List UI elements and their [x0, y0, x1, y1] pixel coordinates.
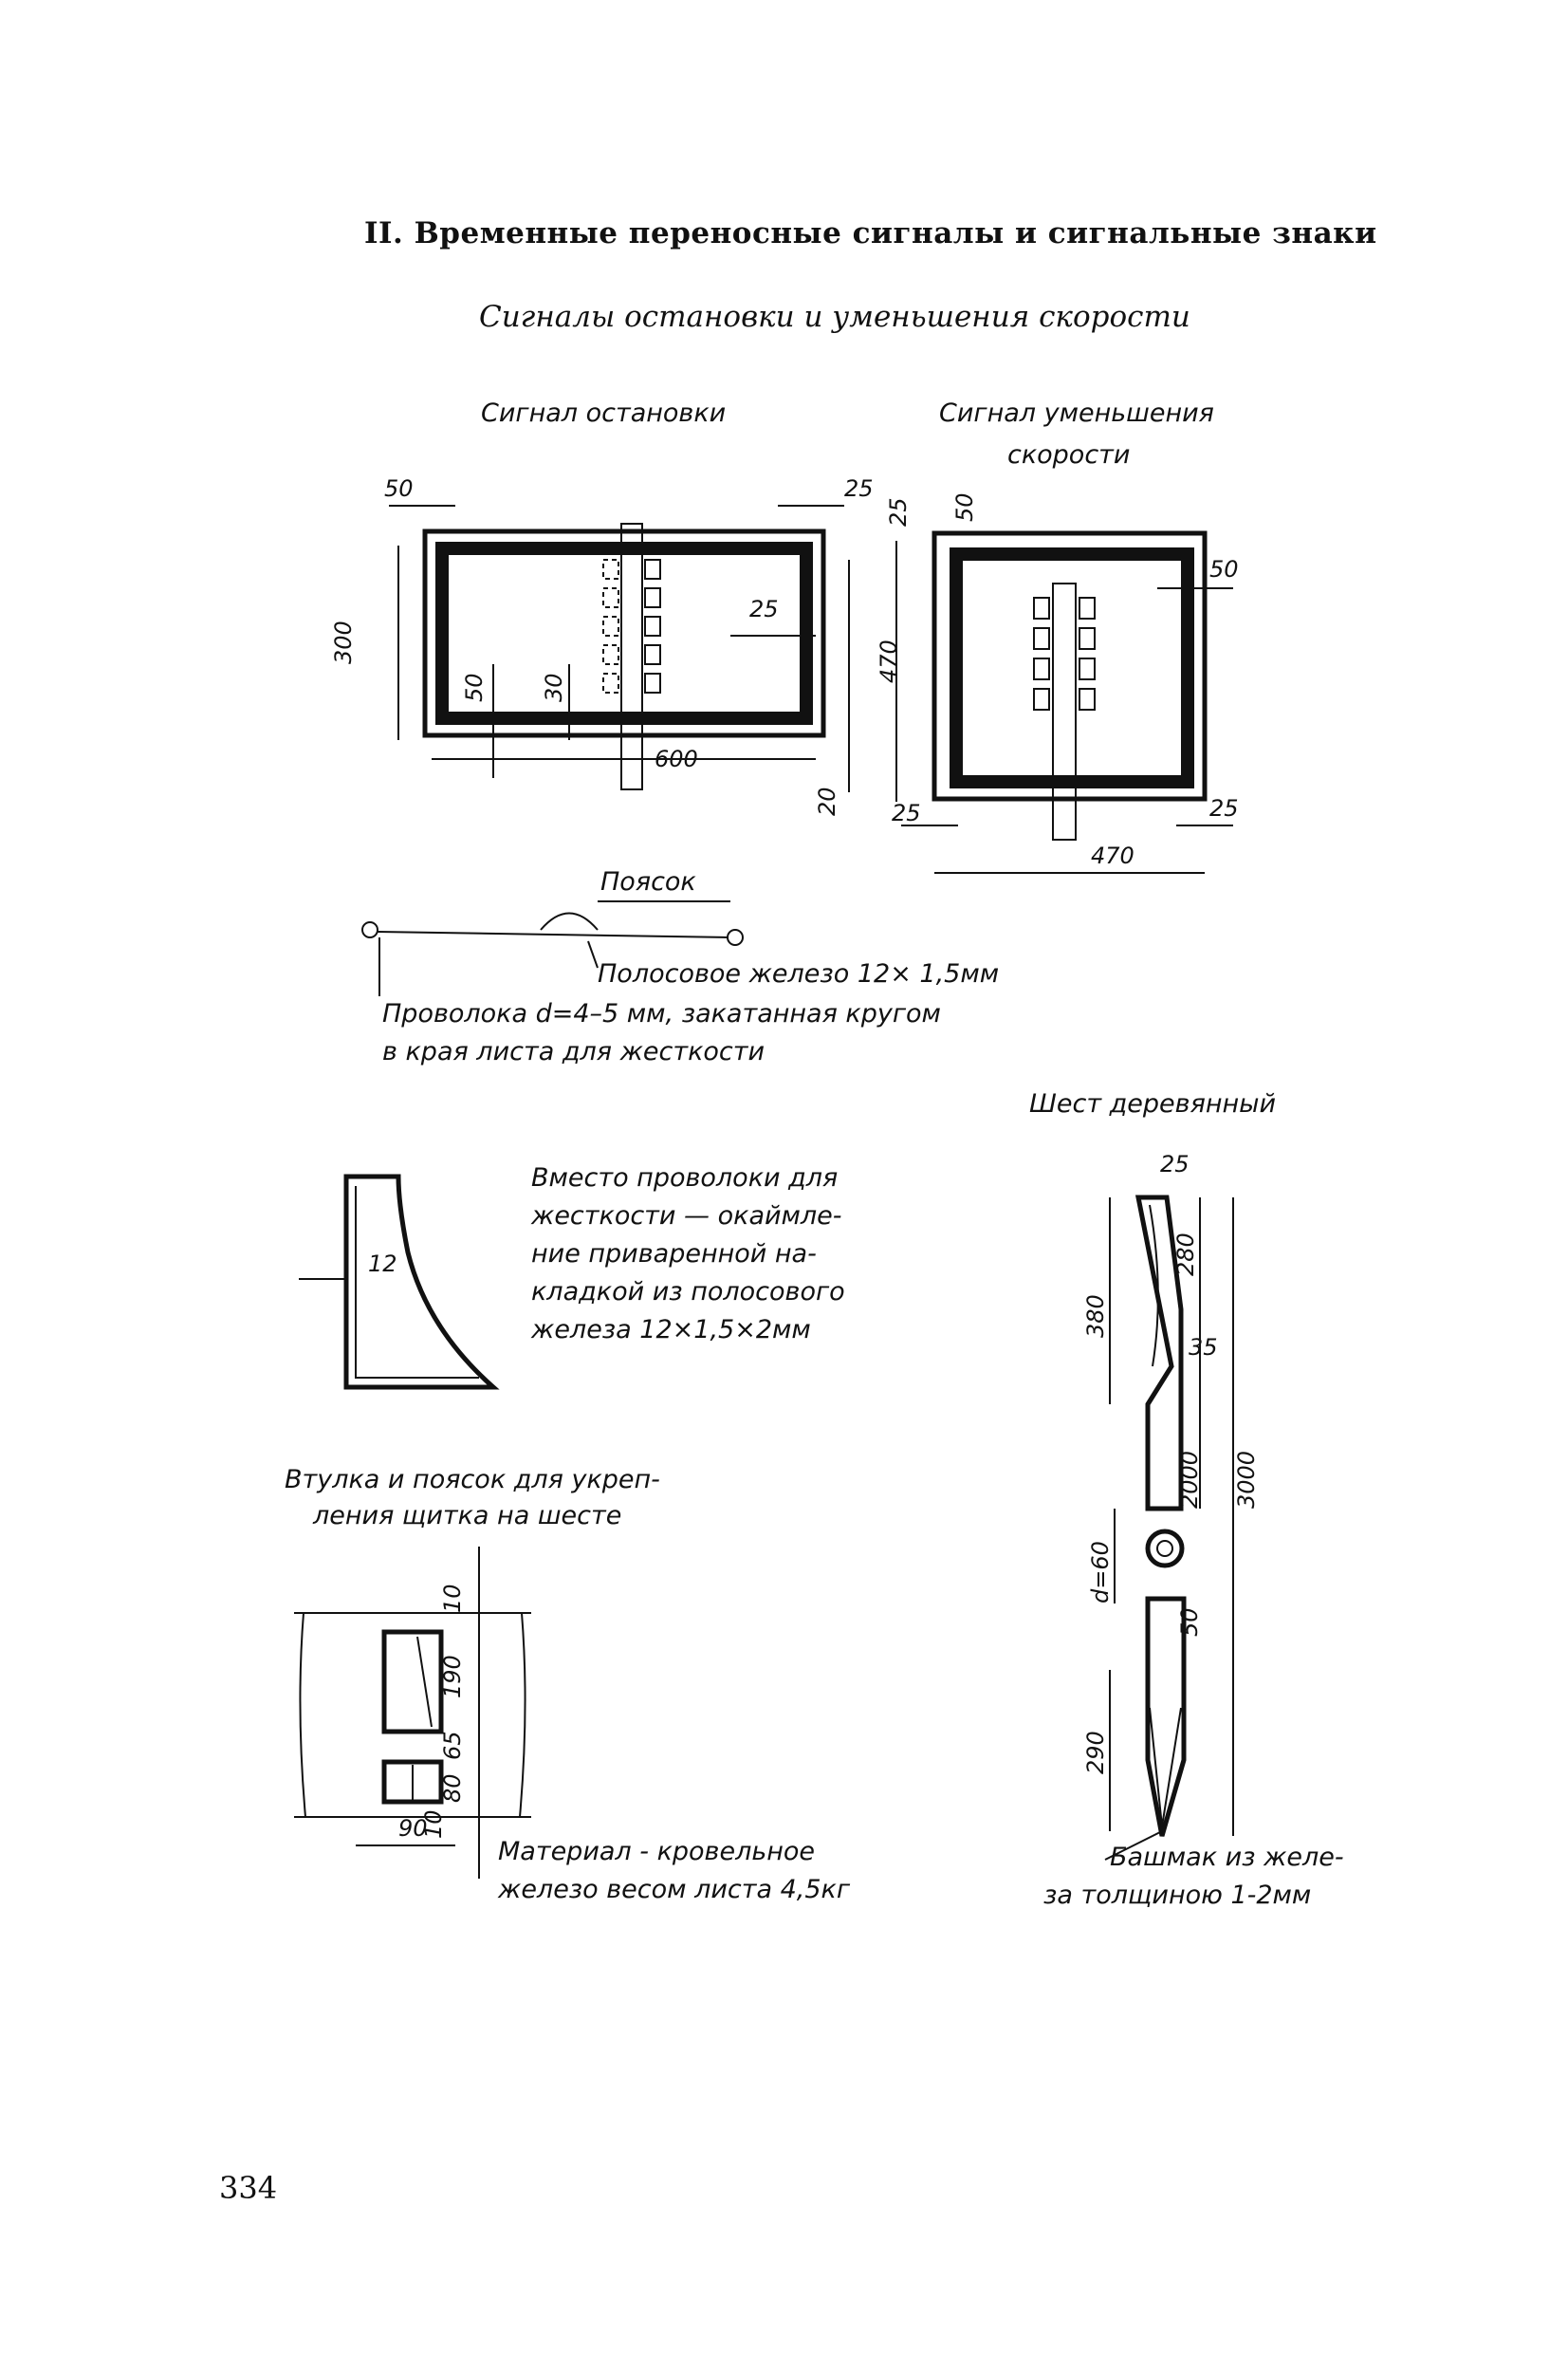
pole-dim-25: 25: [1160, 1151, 1190, 1177]
edging-text-line2: жесткости — окаймле-: [530, 1201, 842, 1231]
pole-dim-290: 290: [1082, 1731, 1109, 1774]
slow-dim-50-top: 50: [951, 492, 978, 522]
slow-signal-inner-border: [950, 547, 1194, 788]
edging-detail: 12 Вместо проволоки для жесткости — окай…: [299, 1163, 845, 1390]
bushing-caption-line2: ления щитка на шесте: [312, 1501, 621, 1530]
stop-dim-600: 600: [655, 746, 698, 772]
bushing-dim-90: 90: [398, 1815, 428, 1842]
slow-signal-caption-line2: скорости: [1007, 440, 1130, 470]
slow-dim-25-top: 25: [885, 497, 912, 527]
bushing-material-line1: Материал - кровельное: [498, 1837, 815, 1866]
edging-text-line5: железа 12×1,5×2мм: [530, 1315, 811, 1344]
pole-caption: Шест деревянный: [1029, 1089, 1276, 1119]
bushing-upper-seam: [416, 1636, 433, 1728]
page-number: 334: [219, 2170, 278, 2206]
stop-dim-470: 470: [876, 639, 902, 683]
stop-dim-50-inner: 50: [461, 673, 488, 702]
stop-signal-bushing-right: [644, 559, 661, 694]
pole-dim-50: 50: [1176, 1607, 1203, 1637]
slow-signal-drawing: Сигнал уменьшения скорости 25 50 50 25 2…: [885, 399, 1239, 874]
pole-cross-section: [1145, 1529, 1185, 1568]
bushing-detail: Втулка и поясок для укреп- ления щитка н…: [285, 1465, 851, 1904]
sheet-break-lines: [299, 1612, 526, 1818]
bushing-caption-line1: Втулка и поясок для укреп-: [285, 1465, 660, 1494]
bushing-dim-190: 190: [439, 1655, 466, 1698]
belt-detail: Поясок Полосовое железо 12× 1,5мм Провол…: [361, 867, 999, 1066]
pole-dim-3000: 3000: [1233, 1451, 1260, 1509]
pole-dim-280: 280: [1172, 1233, 1199, 1276]
shoe-label-line2: за толщиною 1-2мм: [1043, 1881, 1311, 1910]
pole-lower-section: [1145, 1596, 1187, 1837]
slow-dim-25-right: 25: [1209, 795, 1239, 822]
slow-dim-470: 470: [1091, 843, 1134, 869]
wire-line: [377, 931, 729, 938]
shoe-leader: [1104, 1830, 1163, 1861]
wire-label-line2: в края листа для жесткости: [382, 1037, 765, 1066]
edging-inner-line: [355, 1186, 479, 1379]
pole-detail: Шест деревянный 25 280 380 35 2000 3000 …: [1029, 1089, 1344, 1910]
stop-signal-inner-border: [435, 542, 813, 725]
stop-signal-pole: [620, 523, 643, 790]
pole-dim-d60: d=60: [1087, 1541, 1114, 1603]
bushing-lower: [381, 1759, 444, 1805]
strip-leader: [587, 940, 599, 969]
pole-cross-section-inner: [1156, 1540, 1173, 1557]
edging-text-line4: кладкой из полосового: [531, 1277, 845, 1307]
bushing-material-line2: железо весом листа 4,5кг: [497, 1875, 851, 1904]
pole-upper-taper: [1149, 1204, 1159, 1367]
edging-dim-12: 12: [368, 1251, 397, 1277]
pole-dim-380: 380: [1082, 1294, 1109, 1338]
bushing-dim-65: 65: [439, 1731, 466, 1760]
stop-signal-caption: Сигнал остановки: [481, 399, 726, 428]
stop-dim-50: 50: [384, 475, 414, 502]
bushing-dim-80: 80: [439, 1773, 466, 1803]
section-title: II. Временные переносные сигналы и сигна…: [364, 216, 1377, 250]
pole-dim-35: 35: [1189, 1334, 1218, 1361]
slow-signal-bushing: [1033, 597, 1096, 711]
wire-label-line1: Проволока d=4–5 мм, закатанная кругом: [382, 999, 941, 1029]
stop-dim-20: 20: [814, 787, 840, 816]
strip-label: Полосовое железо 12× 1,5мм: [598, 959, 999, 989]
wire-end-left: [361, 921, 378, 938]
stop-dim-25-top: 25: [844, 475, 874, 502]
shoe-label-line1: Башмак из желе-: [1110, 1843, 1344, 1872]
pole-shoe: [1149, 1707, 1182, 1827]
edging-text-line1: Вместо проволоки для: [531, 1163, 838, 1193]
belt-loop: [540, 912, 599, 931]
subtitle: Сигналы остановки и уменьшения скорости: [479, 300, 1190, 334]
bushing-upper: [381, 1629, 444, 1734]
slow-signal-caption-line1: Сигнал уменьшения: [939, 399, 1214, 428]
stop-signal-drawing: Сигнал остановки 50 25 300 50 30 25 470 …: [330, 399, 902, 816]
slow-dim-25-left: 25: [892, 800, 921, 826]
pole-dim-2000: 2000: [1176, 1451, 1203, 1509]
stop-dim-30: 30: [541, 673, 567, 702]
slow-dim-50-right: 50: [1209, 556, 1239, 583]
stop-signal-outer-frame: [422, 528, 826, 738]
stop-dim-300: 300: [330, 621, 357, 664]
slow-signal-outer-frame: [932, 530, 1208, 802]
stop-signal-bushing-left: [602, 559, 619, 694]
bushing-dim-10-bottom: 10: [420, 1809, 447, 1839]
edging-text-line3: ние приваренной на-: [531, 1239, 817, 1269]
wire-end-right: [727, 929, 744, 946]
stop-dim-25-right: 25: [749, 596, 779, 622]
slow-signal-pole: [1052, 583, 1077, 841]
edging-profile: [343, 1174, 500, 1390]
belt-label: Поясок: [600, 867, 696, 897]
pole-upper-section: [1134, 1195, 1184, 1511]
bushing-dim-10-top: 10: [439, 1584, 466, 1613]
